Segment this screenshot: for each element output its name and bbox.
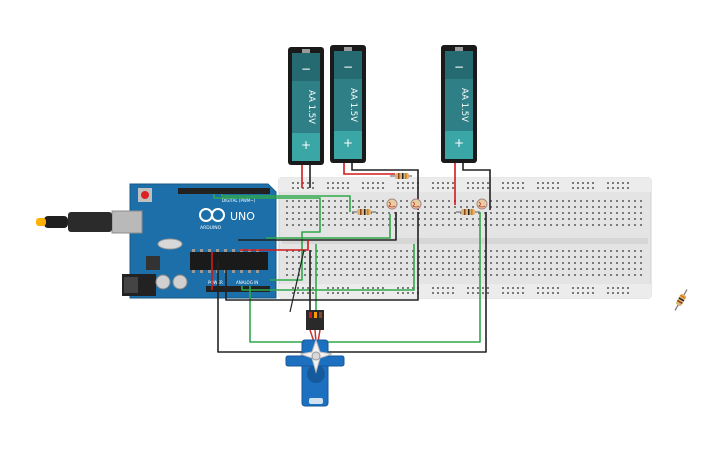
- resistor-1[interactable]: [352, 209, 376, 215]
- battery-2-label: AA 1.5V: [348, 88, 358, 122]
- battery-3[interactable]: − AA 1.5V +: [441, 45, 477, 163]
- battery-2[interactable]: − AA 1.5V +: [330, 45, 366, 163]
- resistor-2[interactable]: [390, 173, 412, 179]
- atmega-chip: [190, 252, 268, 270]
- wires[interactable]: [211, 194, 487, 353]
- servo-horn-icon[interactable]: [299, 338, 333, 374]
- battery-3-label: AA 1.5V: [459, 88, 469, 122]
- arduino-power-label: POWER: [208, 280, 223, 285]
- arduino-logo-icon: [199, 208, 225, 222]
- resistor-3[interactable]: [456, 209, 480, 215]
- battery-2-minus: −: [343, 60, 353, 74]
- battery-3-plus: +: [454, 136, 464, 150]
- arduino-model-label: UNO: [230, 210, 255, 223]
- photoresistor-2[interactable]: [410, 198, 422, 210]
- breadboard[interactable]: [278, 177, 652, 299]
- reset-button-icon[interactable]: [138, 188, 152, 202]
- photoresistor-3[interactable]: [476, 198, 488, 210]
- dc-jack-icon: [122, 274, 156, 296]
- photoresistor-1[interactable]: [386, 198, 398, 210]
- arduino-uno-board[interactable]: UNO ARDUINO DIGITAL (PWM~) ANALOG IN POW…: [36, 183, 277, 299]
- battery-1-label: AA 1.5V: [306, 90, 316, 124]
- battery-1-minus: −: [301, 62, 311, 76]
- arduino-analog-label: ANALOG IN: [236, 280, 258, 285]
- arduino-digital-label: DIGITAL (PWM~): [222, 198, 256, 203]
- arduino-brand-label: ARDUINO: [200, 225, 222, 231]
- battery-1-plus: +: [301, 138, 311, 152]
- servo-motor[interactable]: [285, 310, 345, 407]
- usb-connector-icon: [36, 210, 143, 234]
- loose-resistor-icon[interactable]: [672, 288, 689, 312]
- battery-3-minus: −: [454, 60, 464, 74]
- power-analog-header: [206, 286, 270, 292]
- battery-1[interactable]: − AA 1.5V +: [288, 47, 324, 165]
- digital-header: [178, 188, 270, 194]
- battery-leads: [301, 163, 491, 210]
- battery-2-plus: +: [343, 136, 353, 150]
